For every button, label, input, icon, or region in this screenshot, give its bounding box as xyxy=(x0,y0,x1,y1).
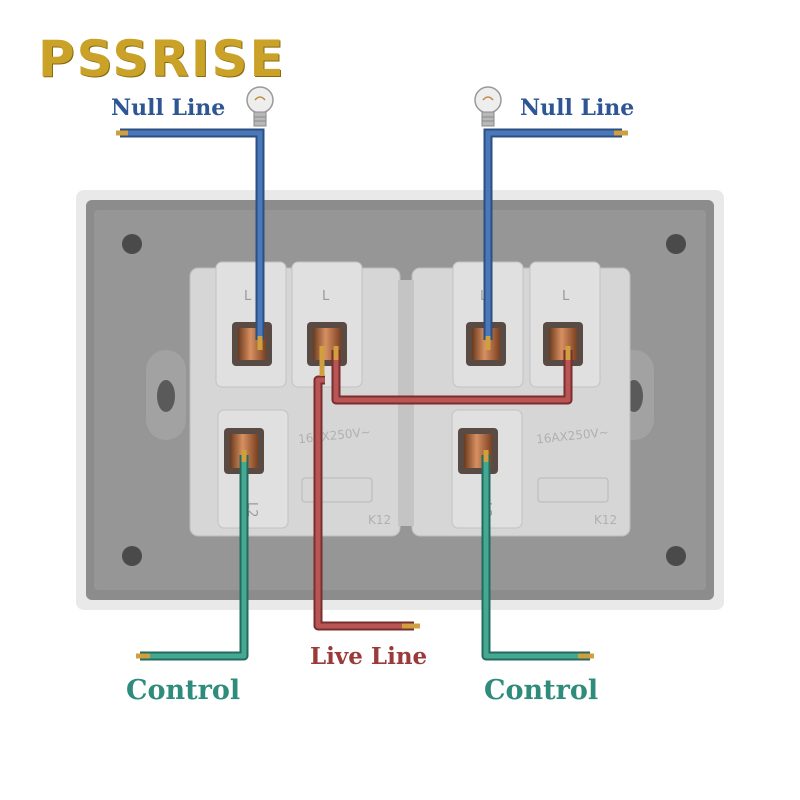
terminal-window xyxy=(307,322,347,366)
brand-logo: PSSRISE xyxy=(38,30,286,88)
null-wire-left xyxy=(116,128,265,350)
light-bulb-icon xyxy=(246,86,274,127)
screw-hole xyxy=(122,546,142,566)
live-wire xyxy=(313,346,573,631)
null-line-label-right: Null Line xyxy=(520,95,635,121)
control-wire-right xyxy=(481,450,594,661)
control-label-right: Control xyxy=(484,675,599,706)
light-bulb-icon xyxy=(474,86,502,127)
terminal-label-l1: L xyxy=(244,289,252,304)
terminal-label-l4: L xyxy=(562,289,570,304)
model-right: K12 xyxy=(594,513,617,527)
control-wire-left xyxy=(136,450,249,661)
null-wire-right xyxy=(483,128,628,350)
null-line-label-left: Null Line xyxy=(111,95,226,121)
terminal-window xyxy=(232,322,272,366)
terminal-window xyxy=(543,322,583,366)
terminal-label-l2: L xyxy=(322,289,330,304)
screw-hole xyxy=(666,546,686,566)
live-line-label: Live Line xyxy=(310,643,428,670)
model-left: K12 xyxy=(368,513,391,527)
terminal-window xyxy=(458,428,498,474)
screw-hole xyxy=(122,234,142,254)
screw-hole xyxy=(666,234,686,254)
control-label-left: Control xyxy=(126,675,241,706)
